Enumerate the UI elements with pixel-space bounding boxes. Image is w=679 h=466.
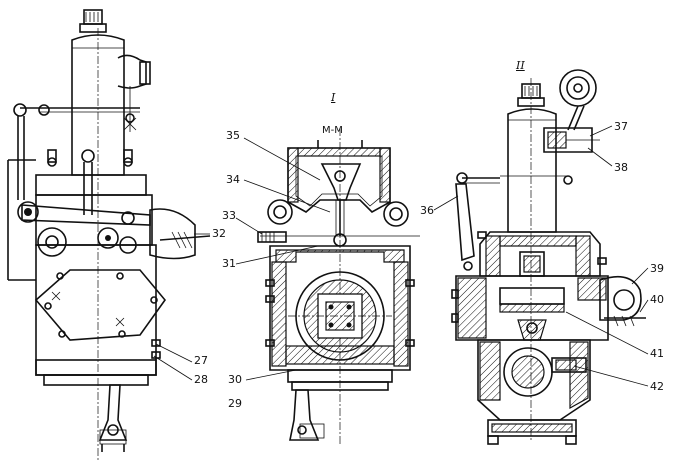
callout-32: 32	[212, 227, 226, 240]
callout-37: 37	[614, 120, 628, 133]
callout-40: 40	[650, 293, 664, 306]
leaders-middle	[235, 137, 331, 381]
callout-41: 41	[650, 347, 664, 360]
callout-28: 28	[194, 373, 208, 386]
callout-27: 27	[194, 354, 208, 367]
callout-36: 36	[420, 204, 434, 217]
callout-31: 31	[222, 257, 236, 270]
callout-29: 29	[228, 397, 242, 410]
middle-assembly	[257, 128, 420, 445]
leaders-right	[433, 125, 649, 387]
left-assembly	[7, 9, 211, 460]
callout-42: 42	[650, 380, 664, 393]
leaders-left	[153, 233, 210, 381]
callout-39: 39	[650, 262, 664, 275]
callout-38: 38	[614, 161, 628, 174]
right-assembly	[451, 69, 646, 445]
callout-30: 30	[228, 373, 242, 386]
view-1-title: I	[331, 91, 336, 104]
callout-33: 33	[222, 209, 236, 222]
callout-34: 34	[226, 173, 240, 186]
callout-35: 35	[226, 129, 240, 142]
view-2-title: II	[516, 59, 525, 72]
section-label: M-M	[322, 125, 343, 136]
